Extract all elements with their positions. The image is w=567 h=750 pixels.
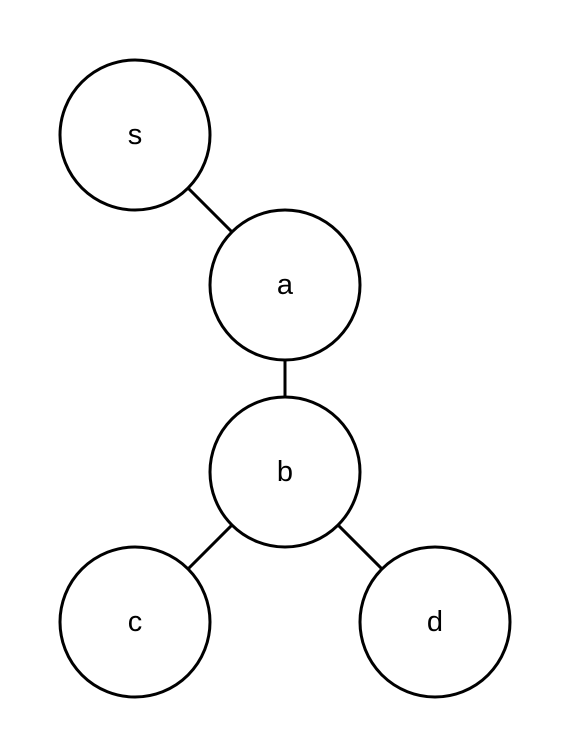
node-circle-a [208,208,362,362]
node-circle-d [358,545,512,699]
node-label-c: c [128,606,143,638]
nodes-layer: s a b c d [58,58,512,699]
node-c: c [58,545,212,699]
node-b: b [208,395,362,549]
node-s: s [58,58,212,212]
edges-layer [133,133,437,624]
node-label-s: s [128,119,143,151]
node-circle-c [58,545,212,699]
node-circle-b [208,395,362,549]
node-label-a: a [277,269,294,301]
node-label-d: d [427,606,443,638]
node-d: d [358,545,512,699]
node-label-b: b [277,456,293,488]
node-a: a [208,208,362,362]
node-circle-s [58,58,212,212]
